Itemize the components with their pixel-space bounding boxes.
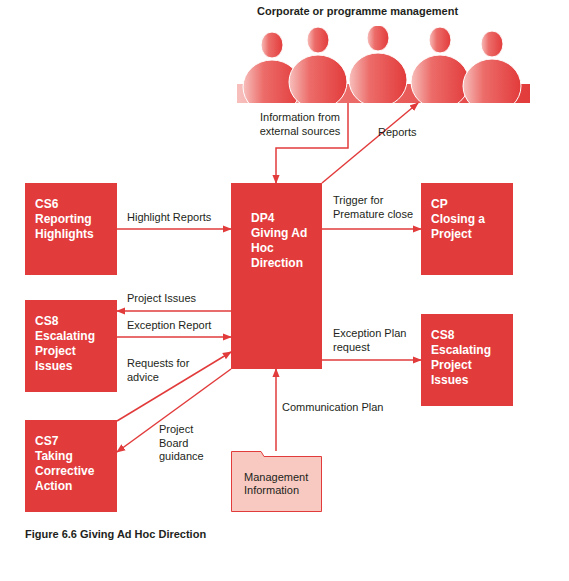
document-box: Management Information: [231, 451, 322, 512]
flow-label: Exception Report: [127, 319, 237, 333]
node-text: Taking Corrective Action: [35, 449, 109, 494]
process-box: CPClosing a Project: [421, 183, 513, 275]
process-code: CS7: [35, 434, 109, 449]
node-text: Corporate or programme management: [230, 4, 530, 18]
flow-arrow: [322, 359, 421, 361]
process-code: DP4: [251, 211, 319, 226]
flow-arrow: [117, 352, 231, 421]
flow-arrow: [117, 336, 231, 338]
people-illustration: [230, 26, 530, 103]
node-text: Management Information: [244, 471, 317, 497]
process-code: CS8: [35, 314, 109, 329]
document-outline: [232, 452, 322, 512]
flow-label: Reports: [378, 126, 438, 140]
flow-arrow: [117, 228, 231, 230]
flow-label: Project Issues: [127, 292, 237, 306]
flow-label: Trigger for Premature close: [333, 194, 423, 221]
flow-label: Exception Plan request: [333, 327, 423, 354]
person-body: [289, 55, 347, 103]
actor-group: Corporate or programme management: [230, 4, 530, 103]
flow-label: Requests for advice: [127, 357, 207, 384]
flow-arrow: [322, 228, 421, 230]
node-text: Escalating Project Issues: [35, 329, 109, 374]
flow-label: Information from external sources: [250, 111, 350, 138]
process-box: CS6Reporting Highlights: [25, 183, 117, 275]
node-text: Escalating Project Issues: [431, 343, 505, 388]
process-code: CP: [431, 197, 505, 212]
person-body: [463, 59, 521, 103]
process-code: CS6: [35, 197, 109, 212]
person-head: [307, 27, 329, 53]
process-box: DP4Giving Ad Hoc Direction: [231, 183, 322, 369]
process-box: CS8Escalating Project Issues: [421, 314, 513, 406]
process-box: CS7Taking Corrective Action: [25, 420, 117, 512]
flow-label: Communication Plan: [282, 401, 402, 415]
process-box: CS8Escalating Project Issues: [25, 300, 117, 392]
person-body: [349, 53, 407, 103]
process-code: CS8: [431, 328, 505, 343]
node-text: Reporting Highlights: [35, 212, 109, 242]
flow-label: Highlight Reports: [127, 211, 237, 225]
person-body: [411, 55, 469, 103]
figure-caption: Figure 6.6 Giving Ad Hoc Direction: [25, 528, 206, 540]
person-head: [261, 32, 283, 58]
person-head: [367, 26, 389, 51]
node-text: Closing a Project: [431, 212, 505, 242]
person-head: [481, 31, 503, 57]
flow-arrow: [117, 310, 231, 312]
person-head: [429, 27, 451, 53]
flow-label: Project Board guidance: [159, 423, 214, 464]
node-text: Giving Ad Hoc Direction: [251, 226, 319, 271]
flow-arrow: [275, 369, 277, 451]
